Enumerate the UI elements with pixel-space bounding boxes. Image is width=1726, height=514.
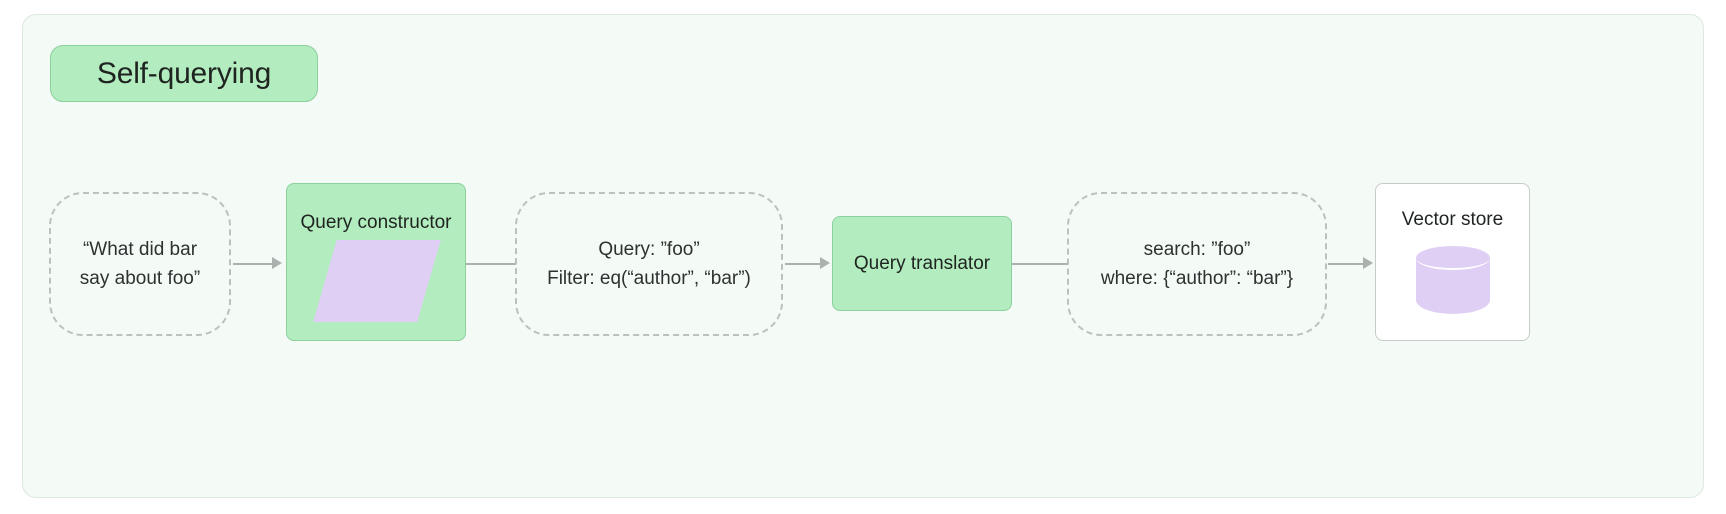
arrowhead-question-to-constructor: [272, 257, 282, 269]
database-cylinder-icon: [1415, 246, 1490, 322]
node-user-question-text: “What did bar say about foo”: [79, 239, 201, 289]
node-translated-query[interactable]: search: ”foo” where: {“author”: “bar”}: [1067, 192, 1327, 336]
page-title: Self-querying: [96, 56, 272, 90]
node-user-question[interactable]: “What did bar say about foo”: [49, 192, 231, 336]
parallelogram-icon: [313, 240, 441, 322]
connector-constructor-to-structured: [466, 263, 516, 265]
node-query-constructor[interactable]: Query constructor: [286, 183, 466, 341]
node-structured-query[interactable]: Query: ”foo” Filter: eq(“author”, “bar”): [515, 192, 783, 336]
node-query-constructor-label: Query constructor: [300, 212, 452, 233]
node-translated-query-text: search: ”foo” where: {“author”: “bar”}: [1100, 239, 1294, 289]
node-query-translator-label: Query translator: [853, 252, 991, 274]
connector-question-to-constructor: [233, 263, 273, 265]
cylinder-top: [1415, 246, 1490, 270]
node-vector-store-label: Vector store: [1401, 209, 1504, 230]
connector-translated-to-store: [1328, 263, 1364, 265]
node-vector-store[interactable]: Vector store: [1375, 183, 1530, 341]
arrowhead-structured-to-translator: [820, 257, 830, 269]
diagram-title-badge: Self-querying: [50, 45, 318, 102]
connector-structured-to-translator: [785, 263, 821, 265]
connector-translator-to-translated: [1012, 263, 1068, 265]
arrowhead-translated-to-store: [1363, 257, 1373, 269]
node-structured-query-text: Query: ”foo” Filter: eq(“author”, “bar”): [547, 239, 751, 289]
node-query-translator[interactable]: Query translator: [832, 216, 1012, 311]
